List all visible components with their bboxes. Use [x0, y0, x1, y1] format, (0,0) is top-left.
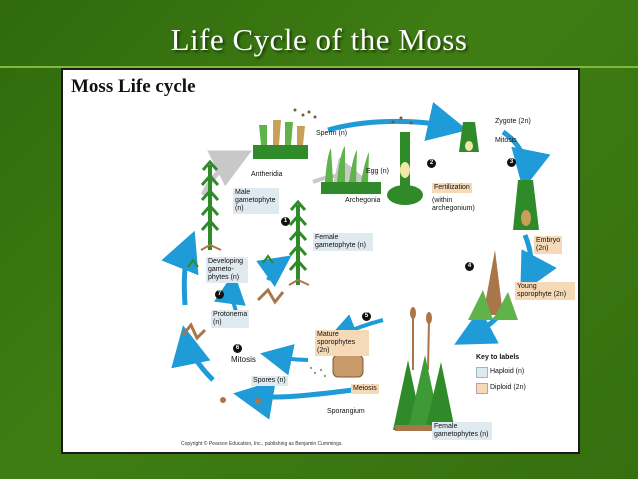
label-embryo: Embryo (2n) [534, 236, 562, 254]
label-egg: Egg (n) [366, 168, 389, 175]
label-developing-gametophytes: Developing gameto-phytes (n) [206, 257, 248, 283]
embryo-archegonium [513, 180, 539, 230]
label-fertilization: Fertilization [432, 183, 472, 193]
label-mitosis-right: Mitosis [495, 137, 517, 144]
step-number-7: 7 [215, 290, 224, 299]
cycle-arrow-left-bottom [171, 325, 215, 382]
cycle-arrow-left-top [200, 150, 252, 197]
label-male-gametophyte: Male gametophyte (n) [233, 188, 279, 214]
label-zygote: Zygote (2n) [495, 118, 531, 125]
label-female-gametophytes: Female gametophytes (n) [432, 422, 492, 440]
spore-dot [255, 398, 261, 404]
label-spores: Spores (n) [251, 376, 288, 386]
cycle-arrow-bottom [233, 380, 354, 420]
inner-arrow-protonema [256, 255, 292, 287]
key-haploid-swatch [476, 367, 488, 378]
key-diploid-label: Diploid (2n) [490, 384, 526, 391]
key-diploid-swatch [476, 383, 488, 394]
archegonia-illustration [321, 146, 381, 194]
label-sporangium: Sporangium [327, 408, 365, 415]
sporangium-illustration [309, 354, 364, 378]
label-mitosis-left: Mitosis [231, 355, 256, 364]
step-number-5: 5 [362, 312, 371, 321]
label-antheridia: Antheridia [251, 171, 283, 178]
male-gametophyte-illustration [200, 159, 222, 251]
life-cycle-illustration [161, 101, 557, 431]
cycle-arrow-right [520, 234, 557, 294]
diagram-title: Moss Life cycle [71, 76, 196, 97]
step-number-6: 6 [233, 344, 242, 353]
antheridia-illustration [253, 108, 317, 159]
step-number-1: 1 [281, 217, 290, 226]
inner-arrow-spores [260, 344, 309, 376]
spore-dot [220, 397, 226, 403]
fertilization-archegonium [387, 116, 423, 205]
diagram-panel: Moss Life cycle [61, 68, 580, 454]
cycle-arrow-top [327, 101, 468, 142]
step-number-2: 2 [427, 159, 436, 168]
title-rule [0, 66, 638, 68]
label-within-archegonium: (within archegonium) [432, 197, 475, 212]
young-sporophyte-illustration [468, 250, 518, 320]
copyright-text: Copyright © Pearson Education, Inc., pub… [181, 441, 343, 447]
label-young-sporophyte: Young sporophyte (2n) [515, 282, 575, 300]
label-sperm: Sperm (n) [316, 130, 348, 137]
label-protonema: Protonema (n) [211, 310, 249, 328]
mature-sporophyte-illustration [393, 307, 455, 431]
female-gametophyte-illustration [288, 199, 310, 286]
zygote-archegonium [459, 122, 479, 152]
key-title: Key to labels [476, 354, 520, 361]
cycle-arrow-right-top [501, 129, 551, 190]
step-number-3: 3 [507, 158, 516, 167]
step-number-4: 4 [465, 262, 474, 271]
slide-title: Life Cycle of the Moss [170, 22, 468, 57]
cycle-arrow-left [161, 230, 199, 306]
developing-gametophytes-illustration [181, 254, 285, 341]
label-archegonia: Archegonia [345, 197, 381, 204]
label-meiosis: Meiosis [351, 384, 379, 394]
key-haploid-label: Haploid (n) [490, 368, 525, 375]
label-female-gametophyte: Female gametophyte (n) [313, 233, 373, 251]
label-mature-sporophytes: Mature sporophytes (2n) [315, 330, 369, 356]
